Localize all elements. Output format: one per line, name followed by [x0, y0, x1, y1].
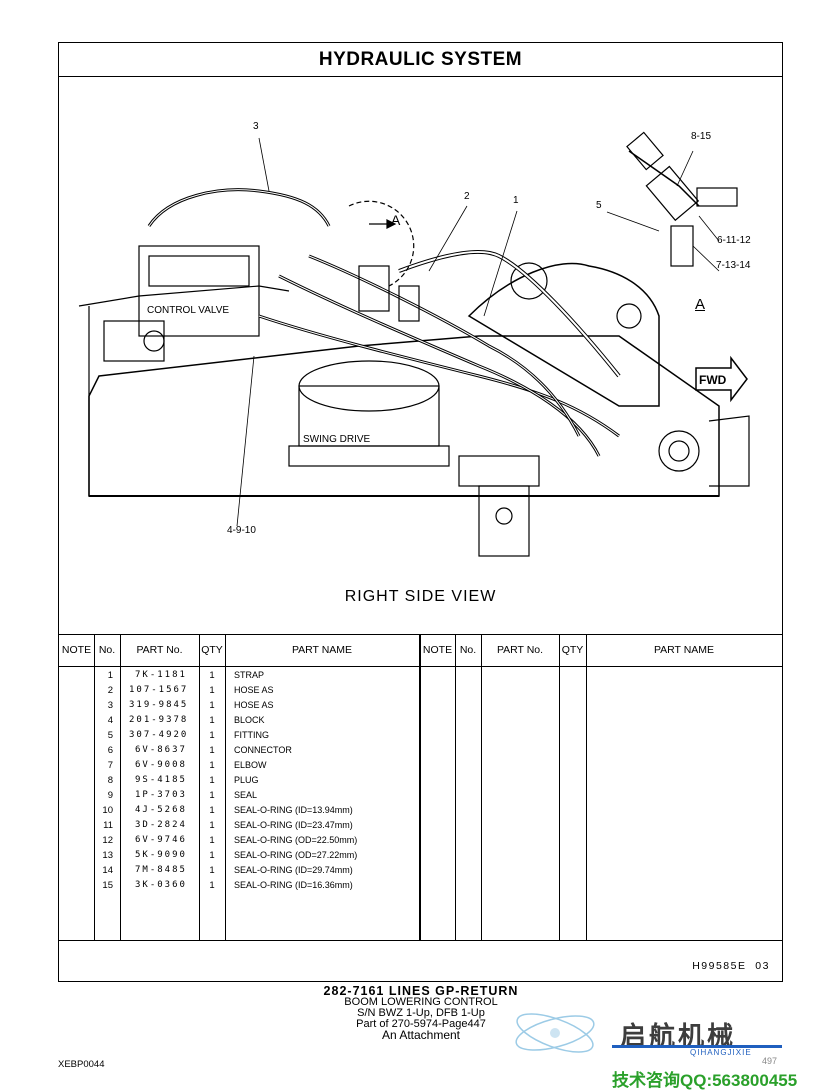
caption-line-2: BOOM LOWERING CONTROL: [344, 996, 498, 1008]
diagram-drawing: [78, 131, 750, 557]
header-part-name-right: PART NAME: [586, 634, 782, 667]
callout-4-9-10: 4-9-10: [227, 525, 256, 536]
header-qty-right: QTY: [559, 634, 586, 667]
caption: 282-7161 LINES GP-RETURN BOOM LOWERING C…: [306, 984, 536, 1042]
header-part-no-right: PART No.: [481, 634, 559, 667]
callout-6-11-12: 6-11-12: [717, 235, 751, 246]
callout-1: 1: [513, 195, 519, 206]
arrow-a-label: A: [391, 212, 401, 228]
watermark-contact: 技术咨询QQ:563800455: [612, 1071, 798, 1090]
watermark-pinyin: QIHANGJIXIE: [690, 1048, 752, 1057]
page-title: HYDRAULIC SYSTEM: [59, 43, 782, 77]
view-title: RIGHT SIDE VIEW: [344, 588, 497, 605]
callout-7-13-14: 7-13-14: [716, 260, 751, 271]
watermark-page-number: 497: [762, 1056, 778, 1066]
document-frame: HYDRAULIC SYSTEM: [58, 42, 783, 982]
header-note-right: NOTE: [420, 634, 455, 667]
header-qty: QTY: [199, 634, 225, 667]
document-code: H99585E 03: [692, 960, 770, 972]
caption-line-3: S/N BWZ 1-Up, DFB 1-Up: [357, 1007, 485, 1019]
orbit-logo-icon: [515, 1013, 595, 1053]
callout-8-15: 8-15: [691, 131, 712, 142]
page-id: XEBP0044: [58, 1059, 105, 1070]
hydraulic-diagram: 3 2 1 5 8-15 6-11-12 7-13-14 4-9-10 A A …: [59, 76, 782, 635]
callout-3: 3: [253, 121, 259, 132]
view-a-label: A: [695, 296, 706, 313]
header-part-name: PART NAME: [225, 634, 419, 667]
caption-line-4: Part of 270-5974-Page447: [356, 1018, 486, 1030]
callout-5: 5: [596, 200, 602, 211]
swing-drive-label: SWING DRIVE: [303, 434, 371, 445]
control-valve-label: CONTROL VALVE: [147, 305, 230, 316]
header-part-no: PART No.: [120, 634, 199, 667]
watermark-logo: [510, 1003, 600, 1068]
fwd-label: FWD: [699, 373, 727, 387]
header-no: No.: [94, 634, 120, 667]
parts-table: NOTE No. PART No. QTY PART NAME NOTE No.…: [59, 634, 782, 940]
callout-2: 2: [464, 191, 470, 202]
header-note: NOTE: [59, 634, 94, 667]
watermark-underline: [612, 1045, 782, 1048]
caption-title: 282-7161 LINES GP-RETURN: [323, 984, 519, 998]
caption-line-5: An Attachment: [381, 1028, 461, 1042]
header-no-right: No.: [455, 634, 481, 667]
